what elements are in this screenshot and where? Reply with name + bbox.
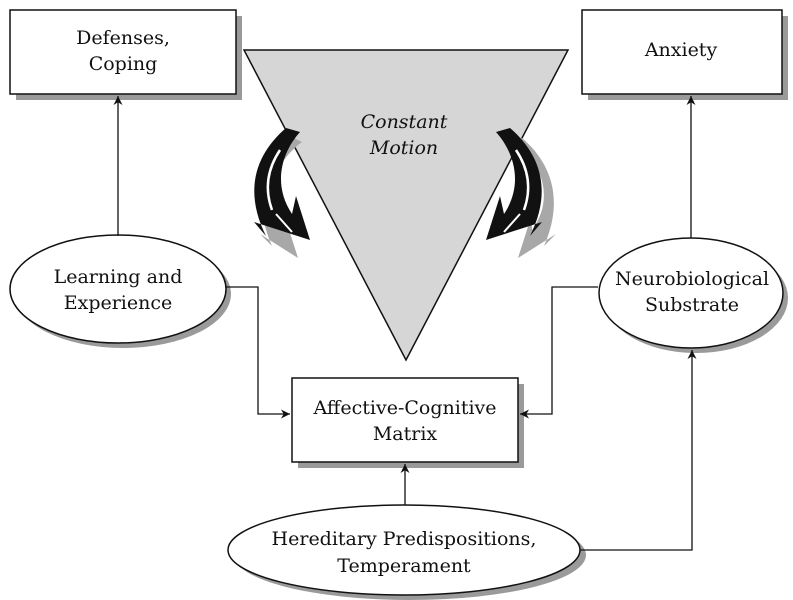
hereditary-label-line1: Hereditary Predispositions, <box>272 528 537 550</box>
constant-motion-label-line2: Motion <box>369 137 438 159</box>
defenses-coping-node: Defenses, Coping <box>9 9 242 100</box>
anxiety-label: Anxiety <box>644 39 718 61</box>
matrix-label-line2: Matrix <box>373 423 438 445</box>
left-curved-arrow-icon <box>254 128 310 258</box>
learning-label-line2: Experience <box>64 292 173 314</box>
neuro-to-matrix-arrow <box>520 286 598 419</box>
right-curved-arrow-icon <box>486 128 556 258</box>
anxiety-node: Anxiety <box>581 9 788 100</box>
neuro-label-line1: Neurobiological <box>615 268 769 290</box>
neuro-label-line2: Substrate <box>645 294 739 316</box>
learning-experience-node: Learning and Experience <box>9 234 231 348</box>
constant-motion-label-line1: Constant <box>361 111 448 133</box>
hereditary-to-neuro-arrow <box>580 350 697 551</box>
defenses-label-line1: Defenses, <box>76 27 170 49</box>
hereditary-predispositions-node: Hereditary Predispositions, Temperament <box>227 504 586 600</box>
hereditary-label-line2: Temperament <box>337 555 471 577</box>
defenses-label-line2: Coping <box>89 53 158 75</box>
learning-label-line1: Learning and <box>54 266 183 288</box>
constant-motion-triangle <box>242 49 570 362</box>
learning-to-matrix-arrow <box>226 286 290 419</box>
affective-cognitive-matrix-node: Affective-Cognitive Matrix <box>291 377 524 468</box>
matrix-label-line1: Affective-Cognitive <box>312 397 496 419</box>
neurobiological-substrate-node: Neurobiological Substrate <box>598 237 788 353</box>
